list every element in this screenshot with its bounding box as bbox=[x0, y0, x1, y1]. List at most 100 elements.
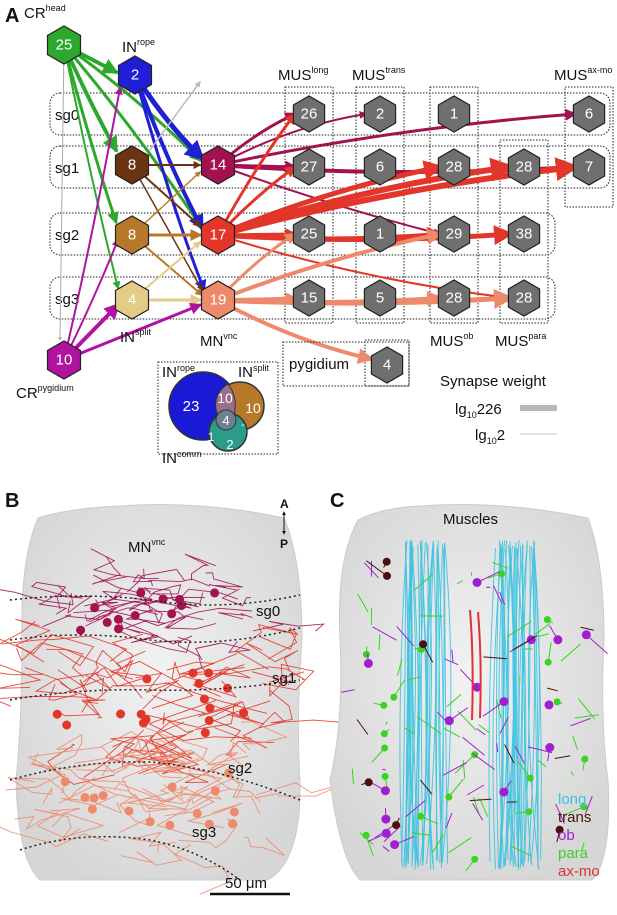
legend-long: long bbox=[558, 791, 586, 808]
synapse-small-val: 2 bbox=[497, 427, 505, 444]
cr-head-base: CR bbox=[24, 5, 46, 22]
venn-rope-label-sup: rope bbox=[177, 363, 195, 373]
synapse-title: Synapse weight bbox=[440, 373, 547, 390]
panel-b-tissue bbox=[16, 505, 302, 881]
cr-head-label: CRhead bbox=[24, 3, 66, 22]
node-mus-long-sg0-value: 26 bbox=[301, 106, 318, 123]
synapse-small-base: lg bbox=[475, 427, 487, 444]
node-mn-sg1: 14 bbox=[202, 146, 235, 184]
venn-comm-only: 2 bbox=[226, 437, 233, 452]
mn-vnc-label: MNvnc bbox=[200, 331, 238, 350]
mus-para-sup: para bbox=[528, 331, 546, 341]
node-mus-ob-sg2-value: 29 bbox=[446, 226, 463, 243]
node-in-sg2: 8 bbox=[116, 216, 149, 254]
mn-vnc-base: MN bbox=[200, 333, 223, 350]
mus-long-base: MUS bbox=[278, 67, 311, 84]
legend-trans: trans bbox=[558, 809, 591, 826]
node-mus-axmo-sg1-value: 7 bbox=[585, 159, 593, 176]
node-mus-long-sg0: 26 bbox=[293, 96, 324, 132]
venn-split-label-base: IN bbox=[238, 364, 253, 381]
row-label-sg0: sg0 bbox=[55, 107, 79, 124]
mus-trans-sup: trans bbox=[385, 65, 406, 75]
in-rope-label: INrope bbox=[122, 37, 155, 56]
node-mus-long-sg2-value: 25 bbox=[301, 226, 318, 243]
node-mus-long-sg2: 25 bbox=[293, 216, 324, 252]
venn-diagram: 23 10 10 4 1 2 - INrope INsplit INcomm bbox=[158, 362, 278, 467]
node-in-sg3: 4 bbox=[116, 281, 149, 319]
node-mus-para-sg2: 38 bbox=[508, 216, 539, 252]
panel-b-sg0: sg0 bbox=[256, 603, 280, 620]
mus-long-label: MUSlong bbox=[278, 65, 328, 84]
in-rope-sup: rope bbox=[137, 37, 155, 47]
node-mus-ob-sg1-value: 28 bbox=[446, 159, 463, 176]
node-mus-ob-sg2: 29 bbox=[438, 216, 469, 252]
node-mus-axmo-sg1: 7 bbox=[573, 149, 604, 185]
panel-c-title: Muscles bbox=[443, 511, 498, 528]
mus-ob-sup: ob bbox=[463, 331, 473, 341]
synapse-big-base: lg bbox=[455, 401, 467, 418]
venn-rope-label-base: IN bbox=[162, 364, 177, 381]
mus-axmo-sup: ax-mo bbox=[587, 65, 612, 75]
node-mus-trans-sg0: 2 bbox=[364, 96, 395, 132]
panel-b-label: B bbox=[5, 490, 19, 512]
node-mus-para-sg2-value: 38 bbox=[516, 226, 533, 243]
legend-axmo: ax-mo bbox=[558, 863, 600, 880]
node-in-sg3-value: 4 bbox=[128, 292, 136, 309]
node-mus-para-sg1-value: 28 bbox=[516, 159, 533, 176]
mus-ob-label: MUSob bbox=[430, 331, 473, 350]
node-mn-sg2-value: 17 bbox=[210, 227, 227, 244]
panel-b-axis-p: P bbox=[280, 537, 288, 551]
row-label-sg1: sg1 bbox=[55, 160, 79, 177]
legend-ob: ob bbox=[558, 827, 575, 844]
legend-para: para bbox=[558, 845, 589, 862]
mus-trans-label: MUStrans bbox=[352, 65, 406, 84]
panel-b-sg3: sg3 bbox=[192, 824, 216, 841]
node-cr-pygidium-value: 10 bbox=[56, 352, 73, 369]
cr-pygidium-sup: pygidium bbox=[38, 383, 74, 393]
node-mus-trans-sg1-value: 6 bbox=[376, 159, 384, 176]
node-in-sg2-value: 8 bbox=[128, 227, 136, 244]
node-in-sg1: 8 bbox=[116, 146, 149, 184]
mus-para-label: MUSpara bbox=[495, 331, 546, 350]
venn-comm-label-sup: comm bbox=[177, 449, 202, 459]
in-split-sup: split bbox=[135, 327, 152, 337]
node-in-sg1-value: 8 bbox=[128, 157, 136, 174]
node-mn-sg3-value: 19 bbox=[210, 292, 227, 309]
node-mus-trans-sg3: 5 bbox=[364, 280, 395, 316]
node-mus-ob-sg0-value: 1 bbox=[450, 106, 458, 123]
edge-m3-pygidium bbox=[218, 300, 371, 359]
synapse-big-sub: 10 bbox=[467, 410, 477, 420]
venn-split-comm: - bbox=[241, 419, 245, 431]
venn-center: 4 bbox=[222, 413, 229, 428]
node-mus-para-sg3: 28 bbox=[508, 280, 539, 316]
row-label-sg2: sg2 bbox=[55, 227, 79, 244]
synapse-small-label: lg102 bbox=[475, 427, 505, 446]
venn-rope-only: 23 bbox=[183, 398, 200, 415]
panel-b-title-sup: vnc bbox=[151, 537, 166, 547]
node-mus-para-sg3-value: 28 bbox=[516, 290, 533, 307]
in-split-base: IN bbox=[120, 329, 135, 346]
edge-m1-rope bbox=[150, 82, 200, 150]
node-mn-sg1-value: 14 bbox=[210, 157, 227, 174]
node-mus-trans-sg0-value: 2 bbox=[376, 106, 384, 123]
cr-pygidium-base: CR bbox=[16, 385, 38, 402]
mus-trans-base: MUS bbox=[352, 67, 385, 84]
mn-vnc-sup: vnc bbox=[223, 331, 238, 341]
venn-rope-comm: 1 bbox=[208, 430, 215, 444]
in-rope-base: IN bbox=[122, 39, 137, 56]
node-pygidium: 4 bbox=[371, 347, 402, 383]
node-mus-axmo-sg0: 6 bbox=[573, 96, 604, 132]
node-pygidium-value: 4 bbox=[383, 357, 391, 374]
venn-comm-label: INcomm bbox=[162, 449, 202, 467]
node-mus-para-sg1: 28 bbox=[508, 149, 539, 185]
panel-b-sg1: sg1 bbox=[272, 670, 296, 687]
synapse-big-val: 226 bbox=[477, 401, 502, 418]
cr-pygidium-label: CRpygidium bbox=[16, 383, 74, 402]
node-mus-ob-sg3: 28 bbox=[438, 280, 469, 316]
mus-ob-base: MUS bbox=[430, 333, 463, 350]
in-split-label: INsplit bbox=[120, 327, 152, 346]
panel-b-body: MNvnc sg0 sg1 sg2 sg3 A P 50 μm bbox=[0, 497, 377, 894]
node-mus-long-sg3: 15 bbox=[293, 280, 324, 316]
node-mus-long-sg1: 27 bbox=[293, 149, 324, 185]
